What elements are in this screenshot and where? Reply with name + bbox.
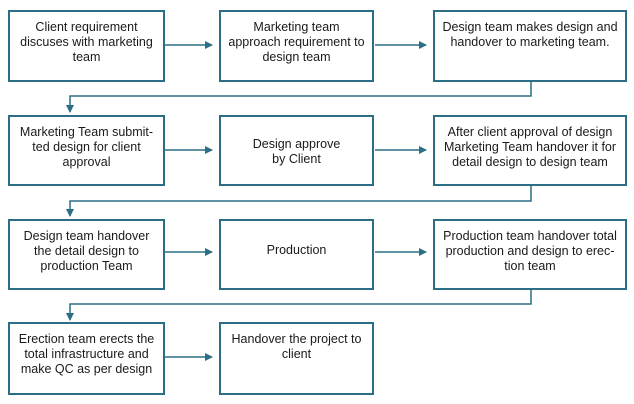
step-erection: Erection team erects the total infrastru…	[8, 322, 165, 395]
step-marketing-submit: Marketing Team submit-ted design for cli…	[8, 115, 165, 186]
step-client-requirement: Client requirement discuses with marketi…	[8, 10, 165, 82]
step-client-approve: Design approve by Client	[219, 115, 374, 186]
arrow-step3-to-step4	[66, 81, 532, 113]
step-handover-erection: Production team handover total productio…	[433, 219, 627, 290]
arrow-step9-to-step10	[66, 289, 532, 321]
step-handover-production: Design team handover the detail design t…	[8, 219, 165, 290]
step-marketing-approach: Marketing team approach requirement to d…	[219, 10, 374, 82]
arrow-step6-to-step7	[66, 186, 532, 217]
step-production: Production	[219, 219, 374, 290]
step-detail-design: After client approval of design Marketin…	[433, 115, 627, 186]
step-design-handover: Design team makes design and handover to…	[433, 10, 627, 82]
step-handover-client: Handover the project to client	[219, 322, 374, 395]
